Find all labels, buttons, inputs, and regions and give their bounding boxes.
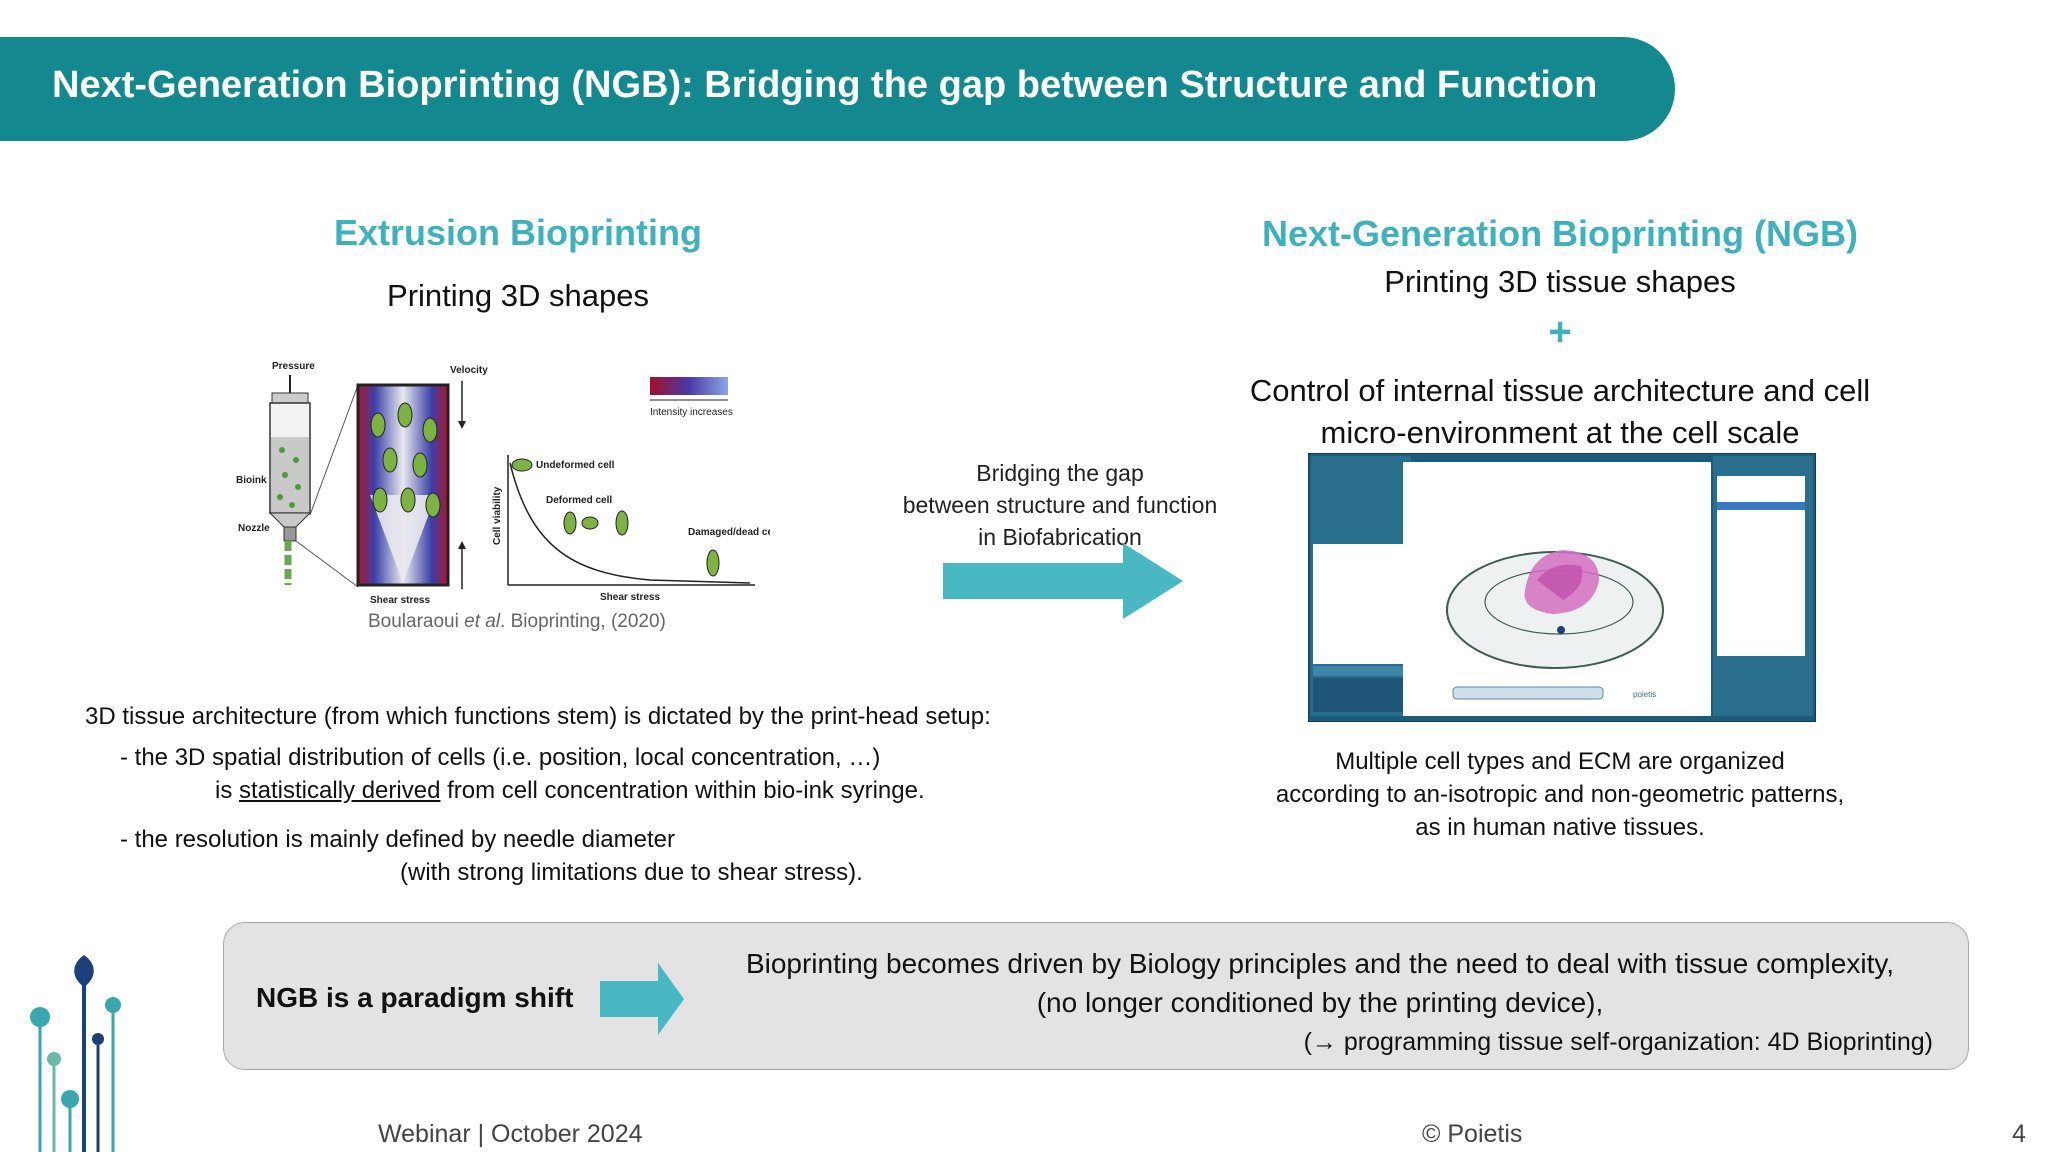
paradigm-label: NGB is a paradigm shift <box>256 982 574 1013</box>
extrusion-heading: Extrusion Bioprinting <box>334 212 702 253</box>
shear-axis-label: Shear stress <box>600 592 660 603</box>
page-number: 4 <box>2012 1120 2026 1148</box>
bullet-resolution: - the resolution is mainly defined by ne… <box>120 826 675 853</box>
software-left-panel <box>1311 456 1411 716</box>
poietis-logo-icon <box>30 955 121 1152</box>
bridging-arrow <box>943 543 1183 619</box>
intensity-bar <box>650 377 728 395</box>
viability-axis-label: Cell viability <box>492 486 503 545</box>
extrusion-figure: Pressure Bioink Nozzle Velocity Shear st… <box>236 361 770 605</box>
velocity-label: Velocity <box>450 365 488 376</box>
paradigm-arrow <box>600 963 684 1035</box>
bridging-text: Bridging the gap between structure and f… <box>902 460 1218 550</box>
ngb-description: Multiple cell types and ECM are organize… <box>1275 748 1845 841</box>
pressure-label: Pressure <box>272 361 315 372</box>
nozzle-label: Nozzle <box>238 523 270 534</box>
paradigm-box <box>223 922 1969 1070</box>
poietis-brand: poietis <box>1633 690 1656 699</box>
paradigm-line2: (no longer conditioned by the printing d… <box>1036 987 1604 1018</box>
paradigm-line3: (→ programming tissue self-organization:… <box>1303 1028 1933 1056</box>
intensity-label: Intensity increases <box>650 407 733 418</box>
intro-text: 3D tissue architecture (from which funct… <box>85 703 991 730</box>
viability-curve <box>509 462 751 584</box>
footer-webinar: Webinar | October 2024 <box>378 1120 643 1148</box>
ngb-subheading: Printing 3D tissue shapes <box>1384 264 1736 299</box>
slide-title: Next-Generation Bioprinting (NGB): Bridg… <box>52 64 1598 106</box>
figure-caption: Boularaoui et al. Bioprinting, (2020) <box>368 611 666 632</box>
paradigm-line1: Bioprinting becomes driven by Biology pr… <box>745 948 1895 979</box>
software-right-panel <box>1713 456 1813 716</box>
title-banner <box>0 37 1675 141</box>
undeformed-label: Undeformed cell <box>536 460 615 471</box>
ngb-heading: Next-Generation Bioprinting (NGB) <box>1262 213 1858 254</box>
software-screenshot: poietis <box>1308 453 1816 722</box>
bullet-distribution: - the 3D spatial distribution of cells (… <box>120 744 881 771</box>
bioink-label: Bioink <box>236 475 267 486</box>
bullet-distribution-cont: is statistically derived from cell conce… <box>215 777 925 804</box>
extrusion-subheading: Printing 3D shapes <box>387 278 649 313</box>
plus-sign: + <box>1548 310 1572 354</box>
bullet-resolution-cont: (with strong limitations due to shear st… <box>400 859 863 886</box>
footer-copyright: © Poietis <box>1422 1120 1523 1148</box>
software-viewport: poietis <box>1403 462 1711 716</box>
control-text: Control of internal tissue architecture … <box>1249 373 1871 450</box>
deformed-label: Deformed cell <box>546 495 612 506</box>
damaged-label: Damaged/dead cell <box>688 527 770 538</box>
shear-stress-label: Shear stress <box>370 595 430 605</box>
